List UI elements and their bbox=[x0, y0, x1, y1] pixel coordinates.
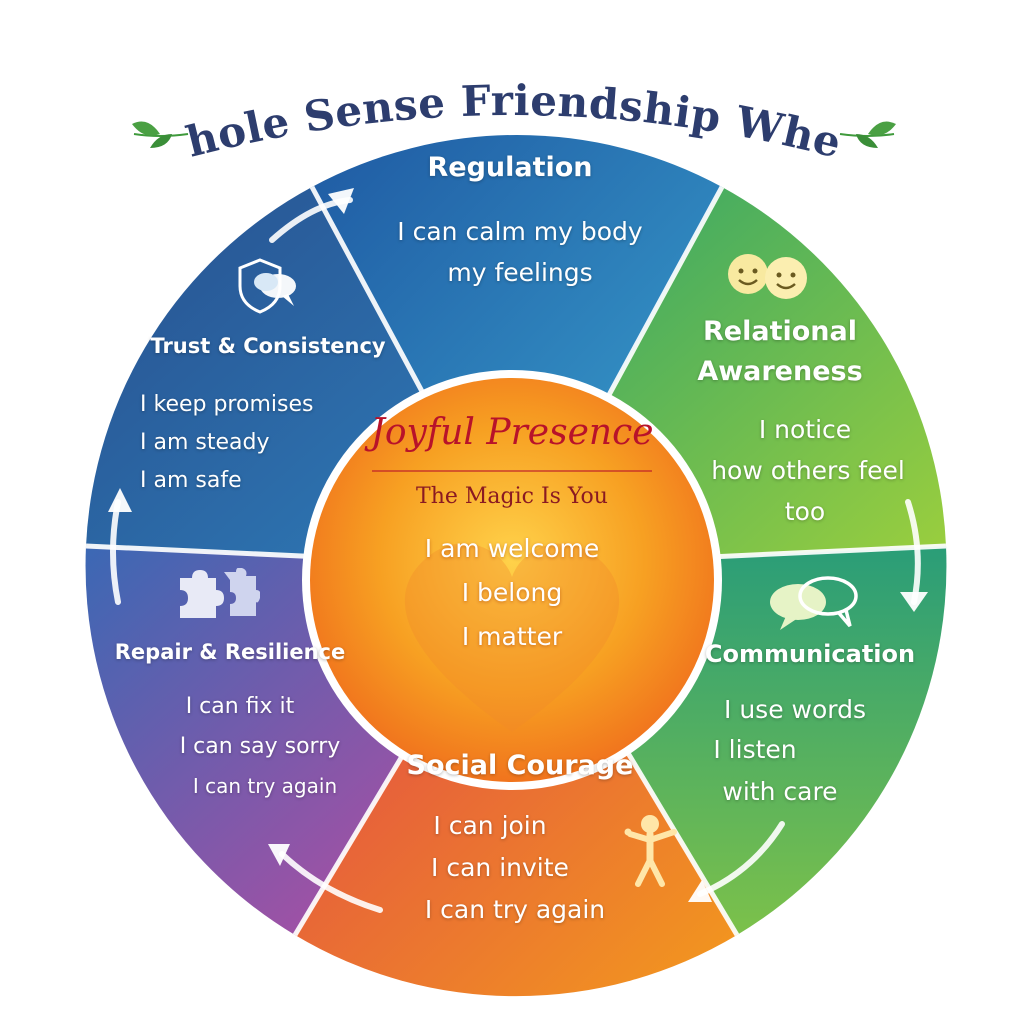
right-leaf-icon bbox=[839, 121, 896, 148]
trust-consistency-title: Trust & Consistency bbox=[150, 334, 386, 358]
social-line-2: I can invite bbox=[431, 853, 569, 882]
repair-resilience-title: Repair & Resilience bbox=[114, 640, 346, 664]
friendship-wheel bbox=[85, 134, 947, 997]
repair-line-3: I can try again bbox=[192, 774, 338, 798]
center-divider bbox=[372, 470, 652, 472]
wheel-title: Whole Sense Friendship Wheel bbox=[0, 50, 846, 160]
arrow-social-to-repair bbox=[279, 851, 383, 913]
social-line-1: I can join bbox=[433, 811, 547, 840]
arrow-relational-to-communication bbox=[905, 499, 921, 605]
shield-chat-icon bbox=[238, 258, 296, 314]
relational-awareness-title-1: Relational bbox=[703, 316, 857, 347]
segment-regulation bbox=[312, 134, 722, 567]
communication-line-2: I listen bbox=[713, 735, 797, 764]
social-courage-title: Social Courage bbox=[406, 750, 634, 781]
heart-icon bbox=[404, 543, 620, 732]
center-subtitle: The Magic Is You bbox=[416, 484, 608, 509]
social-line-3: I can try again bbox=[424, 895, 606, 924]
communication-line-1: I use words bbox=[724, 695, 866, 724]
arrow-repair-to-trust bbox=[110, 499, 121, 605]
regulation-line-1: I can calm my body bbox=[397, 217, 643, 246]
relational-line-1: I notice bbox=[758, 415, 852, 444]
relational-line-2: how others feel bbox=[711, 456, 905, 485]
center-title: Joyful Presence bbox=[370, 412, 654, 453]
center-line-1: I am welcome bbox=[424, 534, 600, 563]
child-figure-icon bbox=[624, 815, 677, 887]
relational-awareness-title-2: Awareness bbox=[697, 356, 863, 387]
trust-line-3: I am safe bbox=[140, 468, 242, 493]
two-faces-icon bbox=[728, 254, 807, 299]
puzzle-icon bbox=[180, 568, 260, 618]
center-line-3: I matter bbox=[461, 622, 563, 651]
communication-title: Communication bbox=[704, 640, 916, 668]
trust-line-2: I am steady bbox=[140, 430, 270, 455]
trust-line-1: I keep promises bbox=[140, 392, 314, 417]
repair-line-2: I can say sorry bbox=[179, 734, 341, 759]
speech-bubbles-icon bbox=[770, 576, 858, 630]
regulation-line-2: my feelings bbox=[447, 258, 593, 287]
regulation-title: Regulation bbox=[427, 152, 593, 183]
arrow-communication-to-social bbox=[697, 821, 785, 897]
communication-line-3: with care bbox=[722, 777, 838, 806]
left-leaf-icon bbox=[132, 121, 189, 148]
repair-line-1: I can fix it bbox=[185, 694, 295, 719]
center-line-2: I belong bbox=[461, 578, 563, 607]
relational-line-3: too bbox=[784, 497, 826, 526]
